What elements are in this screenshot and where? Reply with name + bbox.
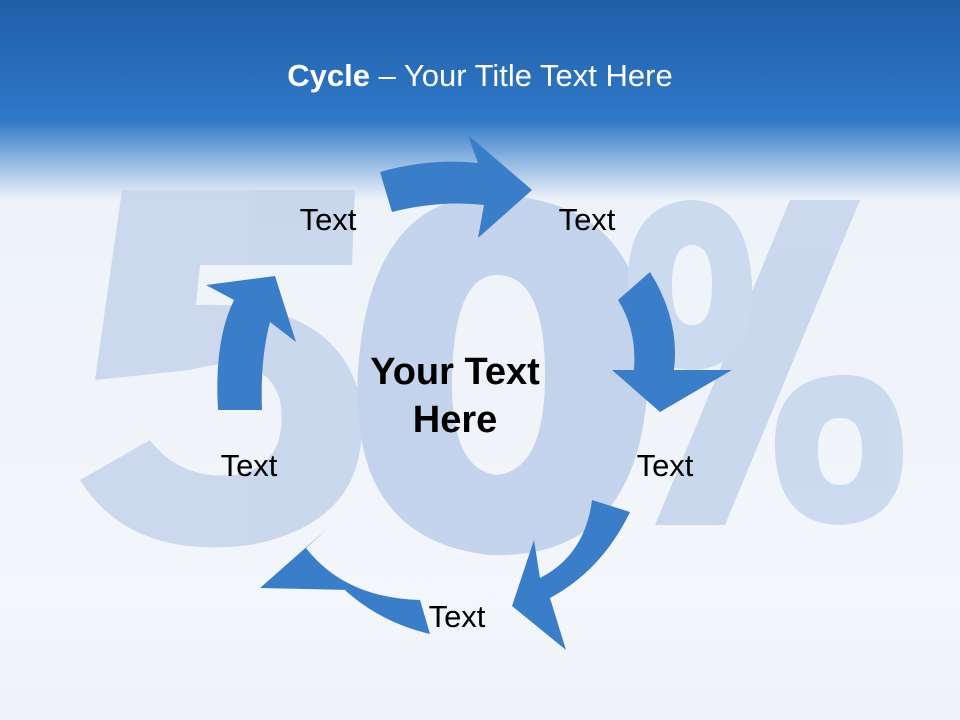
cycle-center-text: Your Text Here (325, 348, 585, 444)
center-text-line-1: Your Text (370, 351, 540, 393)
center-text-line-2: Here (412, 399, 498, 441)
cycle-label-left: Text (220, 448, 278, 483)
cycle-label-top-right: Text (558, 202, 616, 237)
cycle-arrow-right (612, 272, 732, 412)
percent-slash-shape (655, 200, 860, 525)
title-rest-part: – Your Title Text Here (370, 58, 673, 93)
cycle-arrow-top (380, 135, 532, 238)
cycle-label-bottom: Text (428, 599, 486, 634)
cycle-label-top-left: Text (299, 202, 357, 237)
digit-zero-shape (357, 195, 649, 556)
cycle-arrow-bottom-left (260, 528, 430, 634)
cycle-label-right: Text (636, 448, 694, 483)
digit-five-shape (80, 190, 362, 548)
cycle-arrow-bottom-right (512, 500, 630, 650)
slide-title: Cycle – Your Title Text Here (0, 56, 960, 96)
title-bold-part: Cycle (287, 58, 370, 93)
cycle-arrow-left (206, 276, 296, 410)
percent-bottom-circle-shape (774, 374, 904, 525)
